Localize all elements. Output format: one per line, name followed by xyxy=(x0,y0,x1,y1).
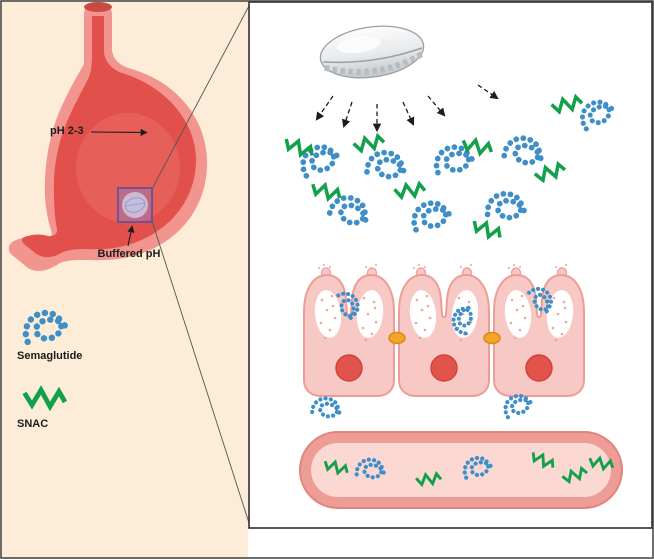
blood-vessel xyxy=(299,431,623,509)
stomach-interior-highlight xyxy=(76,113,180,223)
snac-legend-label: SNAC xyxy=(17,418,49,430)
magnifier-box xyxy=(117,187,153,223)
buffered-ph-label: Buffered pH xyxy=(97,248,161,260)
magnification-lines xyxy=(151,3,251,527)
esophagus-opening xyxy=(84,2,112,12)
tablet-score-line-small xyxy=(125,202,145,207)
semaglutide-legend-label: Semaglutide xyxy=(17,350,83,362)
buffered-ph-arrow xyxy=(127,225,135,247)
dissolving-tablet xyxy=(319,25,425,79)
dissolution-arrows xyxy=(315,84,499,133)
tight-junction xyxy=(483,331,501,345)
tablet-serrated-edge xyxy=(323,51,424,75)
tight-junction xyxy=(388,331,406,345)
tablet-score-line xyxy=(322,47,423,64)
ph-label: pH 2-3 xyxy=(50,125,84,137)
ph-arrow xyxy=(90,128,148,137)
magnifier-box-group xyxy=(117,187,153,223)
vessel-lumen xyxy=(311,443,611,497)
epithelial-cell-layer xyxy=(303,263,585,419)
